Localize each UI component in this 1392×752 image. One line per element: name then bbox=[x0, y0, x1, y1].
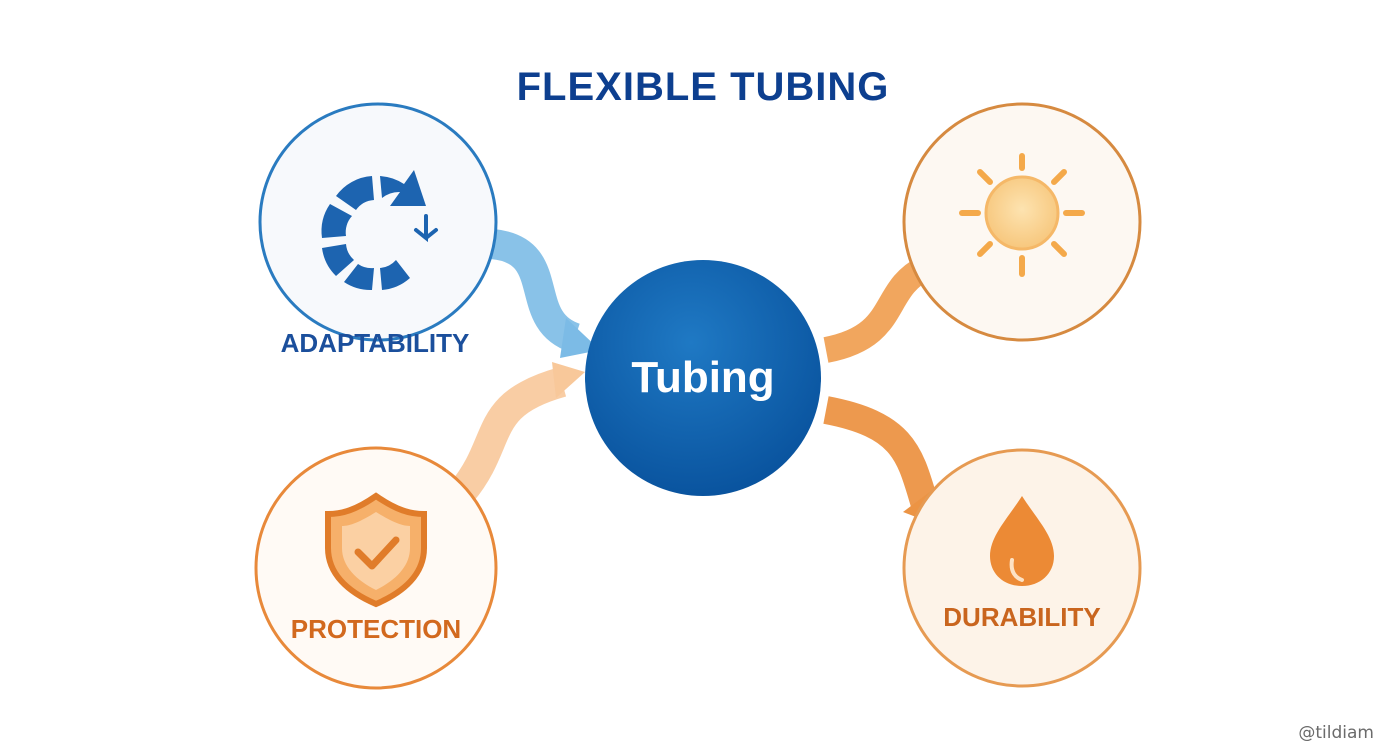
node-protection bbox=[254, 446, 498, 690]
circular-arrows-icon bbox=[321, 170, 438, 291]
center-circle bbox=[585, 260, 821, 496]
center-label: Tubing bbox=[631, 353, 774, 402]
arrow-adaptability-to-center bbox=[489, 229, 581, 353]
node-protection-label: PROTECTION bbox=[291, 614, 461, 644]
watermark: @tildiam bbox=[1298, 723, 1374, 743]
connectors bbox=[450, 229, 952, 530]
node-adaptability bbox=[258, 102, 498, 342]
arrow-head-protection bbox=[552, 362, 585, 398]
water-drop-icon bbox=[990, 496, 1054, 586]
node-adaptability-label: ADAPTABILITY bbox=[281, 328, 470, 358]
arrow-center-to-sun bbox=[823, 256, 932, 363]
node-center: Tubing bbox=[585, 260, 821, 496]
sun-icon bbox=[959, 153, 1085, 277]
node-durability bbox=[902, 448, 1142, 688]
diagram-title: FLEXIBLE TUBING bbox=[517, 65, 890, 109]
shield-check-icon bbox=[325, 492, 427, 608]
arrow-protection-to-center bbox=[450, 367, 567, 502]
node-adaptability-circle bbox=[258, 102, 498, 342]
node-sun bbox=[902, 102, 1142, 342]
node-durability-label: DURABILITY bbox=[943, 602, 1100, 632]
arrow-center-to-durability bbox=[823, 396, 939, 510]
